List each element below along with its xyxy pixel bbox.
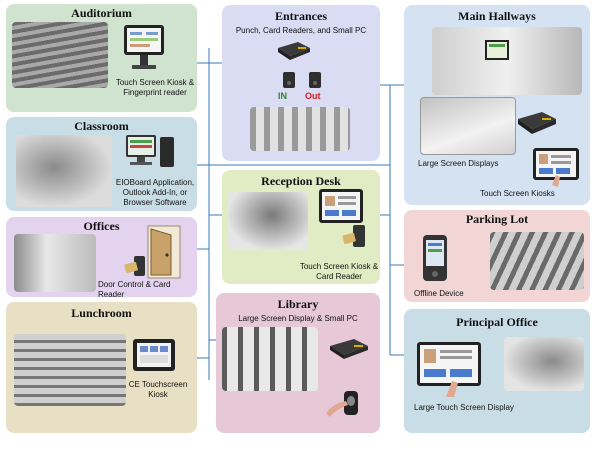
in-label: IN	[278, 91, 287, 101]
reception-card-reader-icon	[342, 224, 366, 250]
library-panel: Library Large Screen Display & Small PC	[216, 293, 380, 433]
offices-panel: Offices Door Control & Card Reader	[6, 217, 197, 299]
offices-title: Offices	[83, 219, 120, 233]
hallways-photo	[432, 27, 582, 95]
reception-panel: Reception Desk Touch Screen Kiosk & Card…	[222, 170, 380, 284]
door-icon	[147, 225, 181, 279]
principal-panel: Principal Office Large Touch Screen Disp…	[404, 309, 590, 433]
principal-caption: Large Touch Screen Display	[414, 403, 514, 412]
hallways-caption-kiosk: Touch Screen Kiosks	[480, 189, 555, 198]
parking-caption: Offline Device	[414, 289, 464, 298]
in-reader-icon	[282, 71, 296, 89]
kiosk-icon	[122, 24, 166, 69]
hallway-display-icon	[484, 39, 510, 61]
computer-icon	[124, 133, 176, 171]
classroom-panel: Classroom EIOBoard Application, Outlook …	[6, 117, 197, 211]
lunchroom-caption: CE Touchscreen Kiosk	[128, 380, 188, 399]
lunchroom-title: Lunchroom	[71, 306, 132, 320]
reception-caption: Touch Screen Kiosk & Card Reader	[299, 262, 379, 281]
parking-title: Parking Lot	[465, 212, 529, 226]
small-pc-icon	[276, 40, 312, 62]
library-photo	[222, 327, 318, 391]
lunchroom-photo	[14, 334, 126, 406]
entrances-panel: Entrances Punch, Card Readers, and Small…	[222, 5, 380, 161]
fingerprint-reader-icon	[324, 389, 364, 419]
auditorium-caption: Touch Screen Kiosk & Fingerprint reader	[115, 78, 195, 97]
offices-caption: Door Control & Card Reader	[98, 280, 171, 299]
entrances-title: Entrances	[275, 9, 327, 23]
hallways-panel: Main Hallways Large Screen Displays Touc…	[404, 5, 590, 205]
large-screen-display-photo	[420, 97, 516, 155]
classroom-photo	[16, 135, 112, 207]
entrances-subtitle: Punch, Card Readers, and Small PC	[235, 26, 367, 35]
touchscreen-kiosk-icon	[132, 338, 176, 372]
parking-photo	[490, 232, 584, 290]
out-reader-icon	[308, 71, 322, 89]
large-touch-screen-icon	[416, 341, 482, 397]
hallways-caption-large: Large Screen Displays	[418, 159, 499, 168]
offices-photo	[14, 234, 96, 292]
out-label: Out	[305, 91, 321, 101]
library-small-pc-icon	[328, 337, 370, 361]
reception-photo	[228, 192, 308, 250]
hallway-kiosk-icon	[532, 147, 580, 187]
auditorium-photo	[12, 22, 108, 88]
hallways-title: Main Hallways	[458, 9, 536, 23]
offline-device-icon	[422, 234, 448, 282]
reception-title: Reception Desk	[261, 174, 341, 188]
classroom-title: Classroom	[74, 119, 129, 133]
principal-title: Principal Office	[456, 315, 538, 329]
hallway-small-pc-icon	[516, 109, 558, 137]
lunchroom-panel: Lunchroom CE Touchscreen Kiosk	[6, 302, 197, 433]
auditorium-title: Auditorium	[71, 6, 132, 20]
library-subtitle: Large Screen Display & Small PC	[238, 314, 358, 323]
parking-panel: Parking Lot Offline Device	[404, 210, 590, 302]
principal-photo	[504, 337, 584, 391]
classroom-caption: EIOBoard Application, Outlook Add-In, or…	[115, 178, 195, 207]
entrances-photo	[250, 107, 350, 151]
library-title: Library	[277, 297, 319, 311]
auditorium-panel: Auditorium Touch Screen Kiosk & Fingerpr…	[6, 4, 197, 112]
reception-kiosk-icon	[318, 188, 364, 224]
card-reader-icon	[124, 255, 146, 277]
